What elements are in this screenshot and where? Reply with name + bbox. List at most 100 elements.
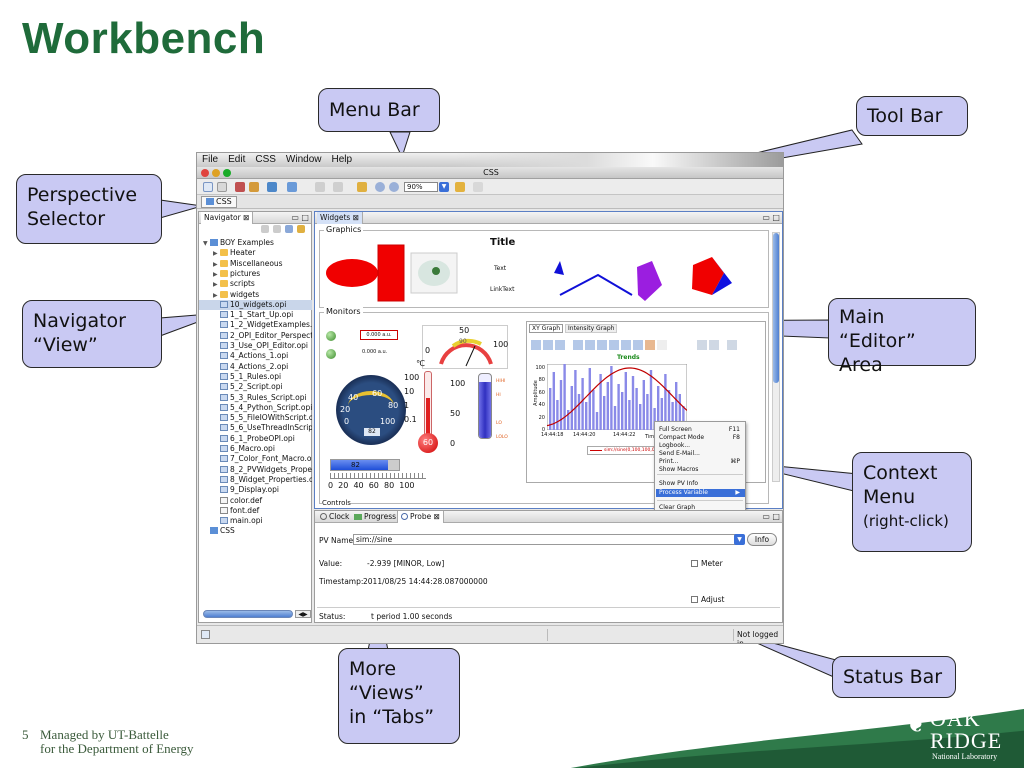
collapsed-arrow-icon[interactable]: ▶ xyxy=(213,260,218,268)
graph-zoom-box-icon[interactable] xyxy=(585,340,595,350)
new-icon[interactable] xyxy=(203,182,213,192)
info-button[interactable]: Info xyxy=(747,533,777,546)
tree-item[interactable]: ▼BOY Examples xyxy=(199,238,312,248)
close-window-button[interactable] xyxy=(201,169,209,177)
adjust-checkbox-box[interactable] xyxy=(691,596,698,603)
tree-item[interactable]: 5_5_FileIOWithScript.opi xyxy=(199,413,312,423)
zoom-out-icon[interactable] xyxy=(389,182,399,192)
tree-item[interactable]: ▶Miscellaneous xyxy=(199,259,312,269)
collapsed-arrow-icon[interactable]: ▶ xyxy=(213,291,218,299)
graph-undo-icon[interactable] xyxy=(697,340,707,350)
perspective-icon[interactable] xyxy=(267,182,277,192)
zoom-combo[interactable]: 90% xyxy=(404,182,438,192)
editor-tab-widgets[interactable]: Widgets ⊠ xyxy=(317,212,363,224)
context-menu-item[interactable]: Send E-Mail... xyxy=(659,450,743,458)
tree-item[interactable]: ▶scripts xyxy=(199,279,312,289)
context-menu-item[interactable]: Print...⌘P xyxy=(659,458,743,466)
back-arrow-icon[interactable] xyxy=(455,182,465,192)
nav-up-icon[interactable] xyxy=(333,182,343,192)
tree-item[interactable]: 4_Actions_1.opi xyxy=(199,351,312,361)
tree-item[interactable]: ▶widgets xyxy=(199,290,312,300)
tree-item[interactable]: 5_3_Rules_Script.opi xyxy=(199,393,312,403)
nav-down-icon[interactable] xyxy=(315,182,325,192)
tab-probe[interactable]: Probe ⊠ xyxy=(397,511,444,523)
tree-item[interactable]: 5_1_Rules.opi xyxy=(199,372,312,382)
graph-autoscale-icon[interactable] xyxy=(573,340,583,350)
tree-item[interactable]: 5_4_Python_Script.opi xyxy=(199,403,312,413)
graph-vzoom-icon[interactable] xyxy=(609,340,619,350)
collapsed-arrow-icon[interactable]: ▶ xyxy=(213,281,218,289)
meter-checkbox-box[interactable] xyxy=(691,560,698,567)
open-perspective-icon[interactable] xyxy=(206,198,214,205)
tree-item[interactable]: 3_Use_OPI_Editor.opi xyxy=(199,341,312,351)
tree-item[interactable]: color.def xyxy=(199,496,312,506)
scroll-arrows-icon[interactable]: ◀▶ xyxy=(295,610,311,618)
graph-del-annotation-icon[interactable] xyxy=(555,340,565,350)
context-menu-item[interactable]: Show PV Info xyxy=(659,480,743,488)
graph-pointer-icon[interactable] xyxy=(657,340,667,350)
tree-item[interactable]: ▶pictures xyxy=(199,269,312,279)
tree-item[interactable]: 2_OPI_Editor_Perspective xyxy=(199,331,312,341)
context-menu-item[interactable]: Logbook... xyxy=(659,442,743,450)
context-menu-item[interactable]: Process Variable▶ xyxy=(659,489,743,497)
view-minmax-icon[interactable]: ▭ □ xyxy=(291,213,309,222)
menu-file[interactable]: File xyxy=(202,154,219,165)
nav-back-icon[interactable] xyxy=(261,225,269,233)
collapsed-arrow-icon[interactable]: ▶ xyxy=(213,270,218,278)
tree-item[interactable]: 6_1_ProbeOPI.opi xyxy=(199,434,312,444)
zoom-dropdown-icon[interactable]: ▼ xyxy=(439,182,449,192)
bottom-minmax-icon[interactable]: ▭ □ xyxy=(762,512,780,521)
nav-forward-icon[interactable] xyxy=(273,225,281,233)
menu-edit[interactable]: Edit xyxy=(228,154,246,165)
tree-item[interactable]: 6_Macro.opi xyxy=(199,444,312,454)
collapse-all-icon[interactable] xyxy=(285,225,293,233)
editor-vscroll-thumb[interactable] xyxy=(773,233,779,383)
tree-item[interactable]: 5_6_UseThreadInScript.c xyxy=(199,423,312,433)
tree-item[interactable]: 5_2_Script.opi xyxy=(199,382,312,392)
tree-item[interactable]: 9_Display.opi xyxy=(199,485,312,495)
editor-minmax-icon[interactable]: ▭ □ xyxy=(762,213,780,222)
fast-view-icon[interactable] xyxy=(201,630,210,639)
graph-hzoom-icon[interactable] xyxy=(597,340,607,350)
perspective-selector[interactable]: CSS xyxy=(201,196,237,208)
menu-help[interactable]: Help xyxy=(331,154,353,165)
tree-item[interactable]: 4_Actions_2.opi xyxy=(199,362,312,372)
navigator-tab[interactable]: Navigator ⊠ xyxy=(201,212,254,224)
graph-config-icon[interactable] xyxy=(531,340,541,350)
context-menu-item[interactable]: Show Macros xyxy=(659,466,743,474)
meter-checkbox[interactable]: Meter xyxy=(691,559,723,568)
run-icon[interactable] xyxy=(249,182,259,192)
context-menu-item[interactable]: Clear Graph xyxy=(659,504,743,512)
tab-intensity-graph[interactable]: Intensity Graph xyxy=(565,324,618,333)
graph-zoom-in-icon[interactable] xyxy=(621,340,631,350)
menu-css[interactable]: CSS xyxy=(255,154,276,165)
tree-item[interactable]: 7_Color_Font_Macro.opi xyxy=(199,454,312,464)
tree-item[interactable]: 1_1_Start_Up.opi xyxy=(199,310,312,320)
pv-name-input[interactable]: sim://sine xyxy=(353,534,737,545)
adjust-checkbox[interactable]: Adjust xyxy=(691,595,724,604)
graph-pan-icon[interactable] xyxy=(645,340,655,350)
graph-redo-icon[interactable] xyxy=(709,340,719,350)
graph-add-annotation-icon[interactable] xyxy=(543,340,553,350)
display-icon[interactable] xyxy=(287,182,297,192)
pv-history-dropdown-icon[interactable]: ▼ xyxy=(734,534,745,545)
navigator-hscrollbar[interactable] xyxy=(203,610,293,618)
debug-icon[interactable] xyxy=(235,182,245,192)
tab-xy-graph[interactable]: XY Graph xyxy=(529,324,564,333)
graph-zoom-out-icon[interactable] xyxy=(633,340,643,350)
tab-progress[interactable]: Progress xyxy=(351,511,399,523)
tab-clock[interactable]: Clock xyxy=(317,511,352,523)
menu-window[interactable]: Window xyxy=(285,154,322,165)
tree-item[interactable]: CSS xyxy=(199,526,312,536)
minimize-window-button[interactable] xyxy=(212,169,220,177)
zoom-in-icon[interactable] xyxy=(375,182,385,192)
tree-item[interactable]: main.opi xyxy=(199,516,312,526)
link-text[interactable]: LinkText xyxy=(490,286,515,293)
tree-item[interactable]: 10_widgets.opi xyxy=(199,299,312,310)
forward-arrow-icon[interactable] xyxy=(473,182,483,192)
collapsed-arrow-icon[interactable]: ▶ xyxy=(213,250,218,258)
back-history-icon[interactable] xyxy=(357,182,367,192)
editor-vscrollbar[interactable] xyxy=(772,232,780,482)
